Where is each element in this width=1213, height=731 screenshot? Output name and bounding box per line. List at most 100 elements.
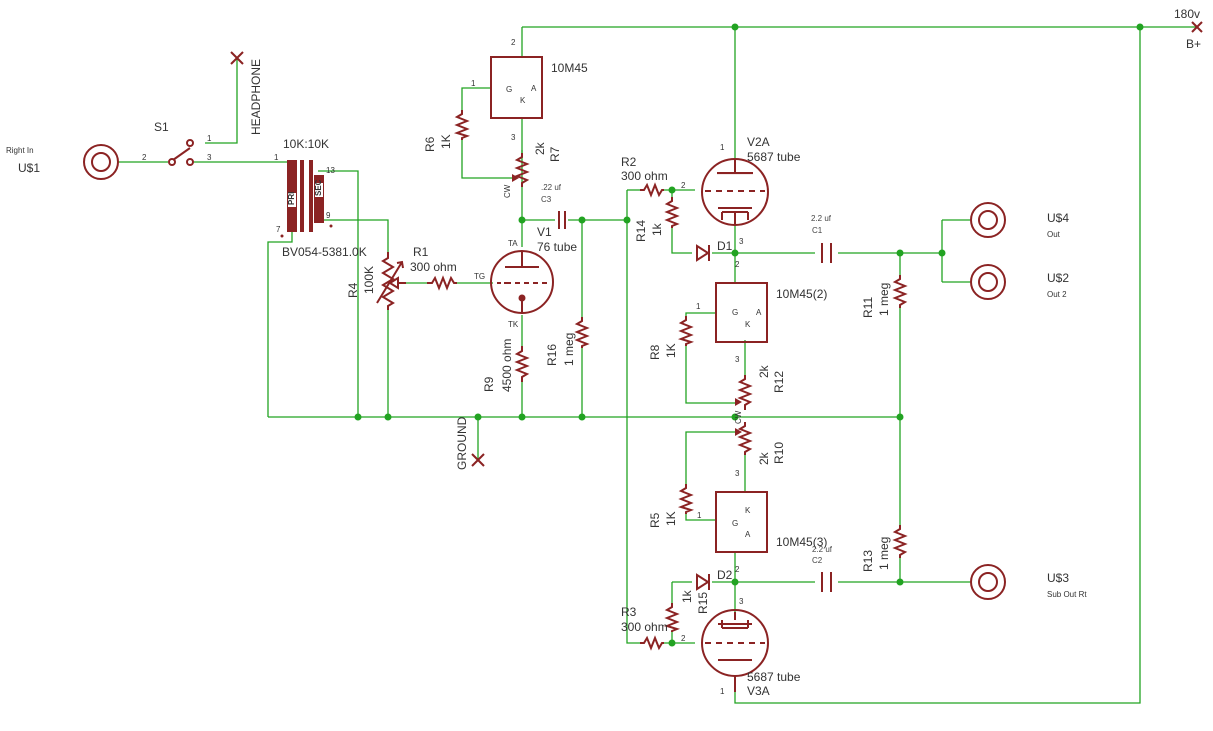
- output-jack-u4: U$4 Out: [970, 202, 1069, 239]
- component-text: K: [745, 506, 751, 515]
- capacitor-c3: .22 uf C3: [541, 183, 566, 229]
- component-text: 1: [720, 143, 725, 152]
- component-text: 3: [207, 153, 212, 162]
- resistor-r14: R14 1k: [634, 197, 680, 242]
- component-text: A: [745, 530, 751, 539]
- u4-label: U$4: [1047, 211, 1069, 225]
- tube-v2a: V2A 5687 tube 2 1 3: [681, 135, 801, 246]
- u2-label: U$2: [1047, 271, 1069, 285]
- component-text: G: [506, 85, 512, 94]
- r11-name-label: R11: [861, 297, 875, 318]
- u2-sub-label: Out 2: [1047, 290, 1067, 299]
- resistor-r2: R2 300 ohm: [621, 155, 668, 198]
- r6-value-label: 1K: [439, 134, 453, 149]
- component-text: 1: [696, 302, 701, 311]
- trimpot-r12: CW 2k R12: [734, 364, 786, 424]
- component-text: 3: [739, 237, 744, 246]
- resistor-r8: R8 1K: [648, 316, 695, 360]
- ground-terminal: GROUND: [455, 416, 485, 470]
- r10-name-label: R10: [772, 442, 786, 464]
- c3-name-label: C3: [541, 195, 552, 204]
- r9-value-label: 4500 ohm: [500, 339, 514, 392]
- r8-value-label: 1K: [664, 343, 678, 358]
- r2-value-label: 300 ohm: [621, 169, 668, 183]
- trimpot-r7: CW 2k R7: [503, 141, 562, 198]
- ic3-label: 10M45(3): [776, 535, 827, 549]
- input-jack-u1: Right In U$1: [6, 144, 119, 180]
- component-text: 2: [735, 565, 740, 574]
- resistor-r15: 1k R15: [663, 589, 710, 632]
- headphone-terminal: HEADPHONE: [230, 51, 263, 135]
- u3-sub-label: Sub Out Rt: [1047, 590, 1087, 599]
- capacitor-c1: 2.2 uf C1: [811, 214, 832, 263]
- junctions: [354, 23, 1144, 647]
- component-text: 2: [142, 153, 147, 162]
- r5-value-label: 1K: [664, 511, 678, 526]
- ic2-label: 10M45(2): [776, 287, 827, 301]
- transformer-ratio-label: 10K:10K: [283, 137, 329, 151]
- component-text: 1: [697, 511, 702, 520]
- component-text: G: [732, 519, 738, 528]
- pri-label: PRI: [287, 192, 296, 205]
- c1-value-label: 2.2 uf: [811, 214, 832, 223]
- wires: [118, 26, 1197, 704]
- right-in-label: Right In: [6, 146, 34, 155]
- component-text: K: [520, 96, 526, 105]
- ic1-label: 10M45: [551, 61, 588, 75]
- sec-label: SEC: [314, 179, 323, 196]
- r12-value-label: 2k: [757, 364, 771, 378]
- v1-value-label: 76 tube: [537, 240, 577, 254]
- r7-name-label: R7: [548, 146, 562, 162]
- component-text: 3: [739, 597, 744, 606]
- v1-name-label: V1: [537, 225, 552, 239]
- r4-value-label: 100K: [362, 266, 376, 294]
- resistor-r16: R16 1 meg: [545, 317, 590, 366]
- r11-value-label: 1 meg: [877, 283, 891, 316]
- r16-value-label: 1 meg: [562, 333, 576, 366]
- component-text: 7: [276, 225, 281, 234]
- resistor-r5: R5 1K: [648, 484, 695, 528]
- u4-sub-label: Out: [1047, 230, 1061, 239]
- component-text: 2: [681, 181, 686, 190]
- c2-value-label: 2.2 uf: [812, 545, 833, 554]
- resistor-r13: R13 1 meg: [861, 525, 908, 572]
- d2-label: D2: [717, 568, 733, 582]
- component-text: 1: [720, 687, 725, 696]
- r5-name-label: R5: [648, 512, 662, 528]
- output-jack-u2: U$2 Out 2: [970, 264, 1069, 300]
- capacitor-c2: 2.2 uf C2: [812, 545, 833, 592]
- component-text: 2: [511, 38, 516, 47]
- component-text: A: [531, 84, 537, 93]
- ic-10m45-3: G K A 10M45(3) 1 3 2: [697, 469, 827, 574]
- r1-name-label: R1: [413, 245, 429, 259]
- r2-name-label: R2: [621, 155, 637, 169]
- ic-10m45-2: G K A 10M45(2) 1 2 3: [696, 260, 827, 364]
- resistor-r9: R9 4500 ohm: [482, 339, 530, 392]
- r12-name-label: R12: [772, 371, 786, 393]
- resistor-r3: R3 300 ohm: [621, 605, 668, 651]
- supply-name-label: B+: [1186, 37, 1201, 51]
- potentiometer-r4: R4 100K: [346, 252, 406, 310]
- diode-d1: D1: [696, 239, 733, 262]
- r9-name-label: R9: [482, 376, 496, 392]
- component-text: K: [745, 320, 751, 329]
- r15-name-label: R15: [696, 592, 710, 614]
- v1-ta-label: TA: [508, 239, 518, 248]
- switch-s1: S1 2 1 3: [142, 120, 212, 166]
- component-text: CW: [503, 184, 512, 198]
- c2-name-label: C2: [812, 556, 823, 565]
- component-text: G: [732, 308, 738, 317]
- transformer-part-label: BV054-5381.0K: [282, 245, 367, 259]
- r3-name-label: R3: [621, 605, 637, 619]
- r7-value-label: 2k: [533, 141, 547, 155]
- r16-name-label: R16: [545, 344, 559, 366]
- transformer: PRI SEC 10K:10K BV054-5381.0K 1 7 13 9: [274, 137, 367, 259]
- v1-tg-label: TG: [474, 272, 485, 281]
- r13-value-label: 1 meg: [877, 537, 891, 570]
- component-text: 3: [511, 133, 516, 142]
- r1-value-label: 300 ohm: [410, 260, 457, 274]
- r4-name-label: R4: [346, 282, 360, 298]
- ground-label: GROUND: [455, 416, 469, 470]
- r15-value-label: 1k: [680, 589, 694, 603]
- headphone-label: HEADPHONE: [249, 59, 263, 135]
